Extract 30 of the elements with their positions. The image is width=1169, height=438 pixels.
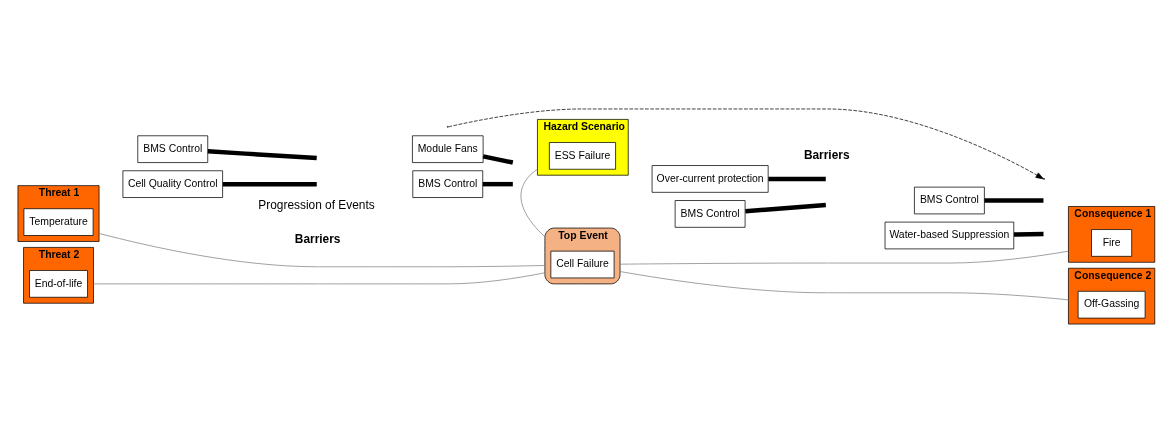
- node-box: Module Fans: [412, 134, 484, 163]
- label: Progression of Events: [258, 197, 375, 212]
- connector: [482, 153, 514, 165]
- node-box: BMS Control: [412, 169, 484, 198]
- node-box: Water-based Suppression: [884, 221, 1015, 249]
- node-box: BMS Control: [674, 199, 746, 228]
- node-box: End-of-life: [29, 269, 88, 298]
- connector: [98, 232, 546, 267]
- node-box: Temperature: [23, 207, 94, 236]
- connector: [619, 270, 1069, 300]
- connector: [482, 181, 513, 186]
- connector: [207, 148, 317, 160]
- node-box: ESS Failure: [549, 141, 616, 170]
- label: Barriers: [294, 231, 341, 246]
- node-box: BMS Control: [137, 134, 209, 163]
- connector: [768, 176, 826, 181]
- label: Barriers: [803, 147, 850, 162]
- connector: [619, 250, 1069, 265]
- connector: [93, 271, 546, 284]
- node-box: Cell Failure: [550, 250, 615, 278]
- connector: [222, 181, 317, 186]
- node-box: Fire: [1091, 228, 1133, 257]
- connector: [745, 202, 826, 213]
- connector: [984, 197, 1044, 203]
- node-box: Cell Quality Control: [122, 169, 223, 198]
- node-box: BMS Control: [914, 186, 985, 214]
- node-box: Over-current protection: [651, 164, 769, 193]
- node-box: Off-Gassing: [1077, 290, 1146, 318]
- connector: [1013, 231, 1044, 237]
- connector: [520, 168, 546, 237]
